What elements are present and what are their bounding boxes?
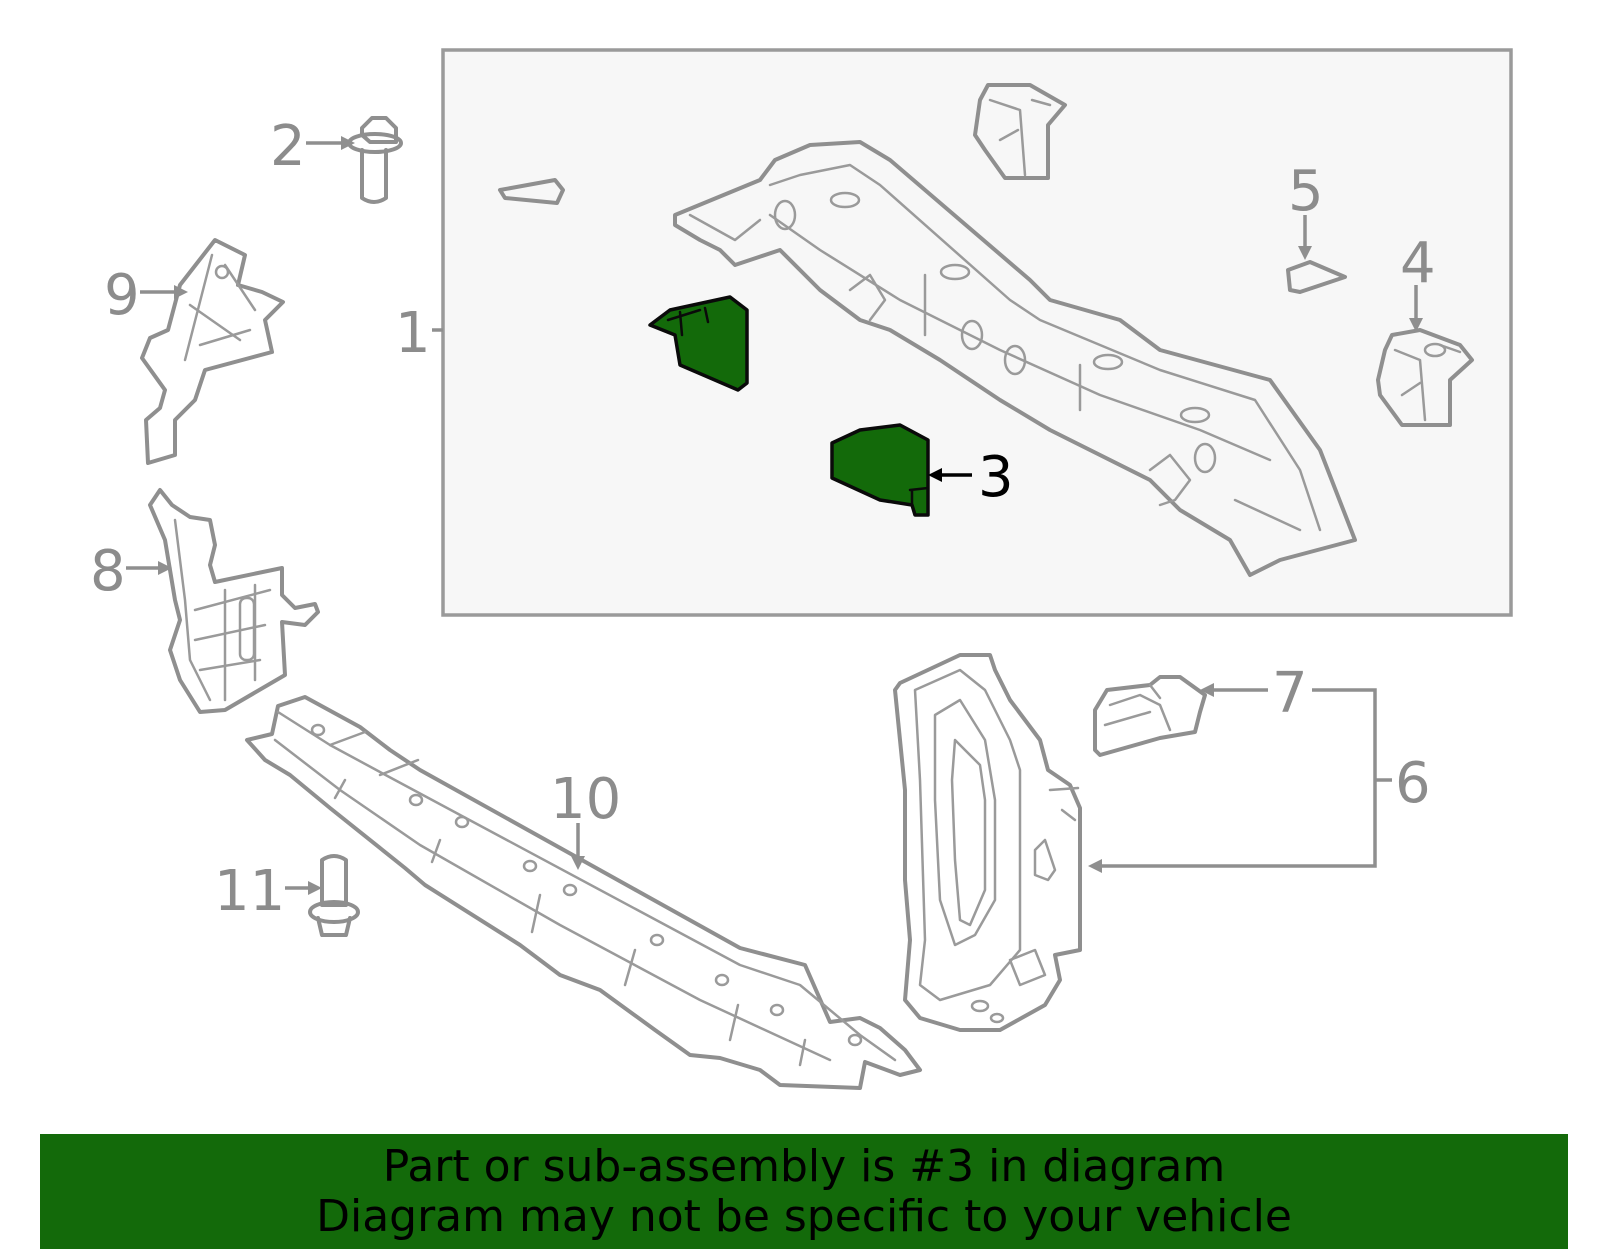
- leader-6: [1098, 688, 1377, 868]
- banner-line-2: Diagram may not be specific to your vehi…: [316, 1191, 1292, 1242]
- upper-bracket[interactable]: [973, 83, 1067, 180]
- callout-1: 1: [395, 301, 431, 366]
- side-bracket-4[interactable]: [1376, 328, 1474, 427]
- callout-8: 8: [90, 539, 126, 604]
- parts-diagram: 1 2 3 4 5 6 7 8 9 10 11: [90, 48, 1513, 1090]
- bracket-7[interactable]: [1093, 675, 1207, 757]
- leader-5-arrow: [1298, 246, 1312, 260]
- small-bracket-tab[interactable]: [498, 178, 565, 205]
- callout-4: 4: [1400, 231, 1436, 296]
- callout-9: 9: [104, 263, 140, 328]
- callout-5: 5: [1288, 159, 1324, 224]
- leader-8-arrow: [158, 561, 172, 575]
- callout-10: 10: [550, 767, 621, 832]
- bracket-8[interactable]: [148, 488, 320, 714]
- callout-6: 6: [1395, 751, 1431, 816]
- callout-7: 7: [1272, 661, 1308, 726]
- leader-2-arrow: [341, 136, 355, 150]
- highlighted-bracket-upper[interactable]: [648, 295, 749, 392]
- leader-9-arrow: [174, 285, 188, 299]
- highlighted-bracket-upper-detail: [666, 306, 710, 337]
- leader-4-arrow: [1409, 318, 1423, 332]
- leader-10-arrow: [571, 856, 585, 870]
- info-banner: Part or sub-assembly is #3 in diagram Di…: [40, 1134, 1568, 1249]
- highlighted-bracket-lower-detail: [908, 486, 930, 507]
- banner-line-1: Part or sub-assembly is #3 in diagram: [382, 1141, 1226, 1192]
- bolt-11[interactable]: [308, 854, 360, 937]
- side-support-6[interactable]: [893, 653, 1082, 1032]
- lower-crossmember-10[interactable]: [245, 695, 922, 1090]
- small-tab-5[interactable]: [1286, 260, 1347, 294]
- callout-2: 2: [270, 114, 306, 179]
- highlighted-bracket-lower[interactable]: [830, 423, 930, 517]
- callout-11: 11: [214, 859, 285, 924]
- leader-7-arrow: [1200, 683, 1214, 697]
- assembly-box: [441, 48, 1513, 617]
- bracket-9[interactable]: [140, 238, 285, 465]
- bolt-2[interactable]: [347, 116, 403, 204]
- callout-3: 3: [978, 445, 1014, 510]
- leader-3-arrow: [928, 468, 942, 482]
- leader-11-arrow: [308, 881, 322, 895]
- upper-support-member[interactable]: [673, 140, 1357, 577]
- leader-6-arrow: [1088, 859, 1102, 873]
